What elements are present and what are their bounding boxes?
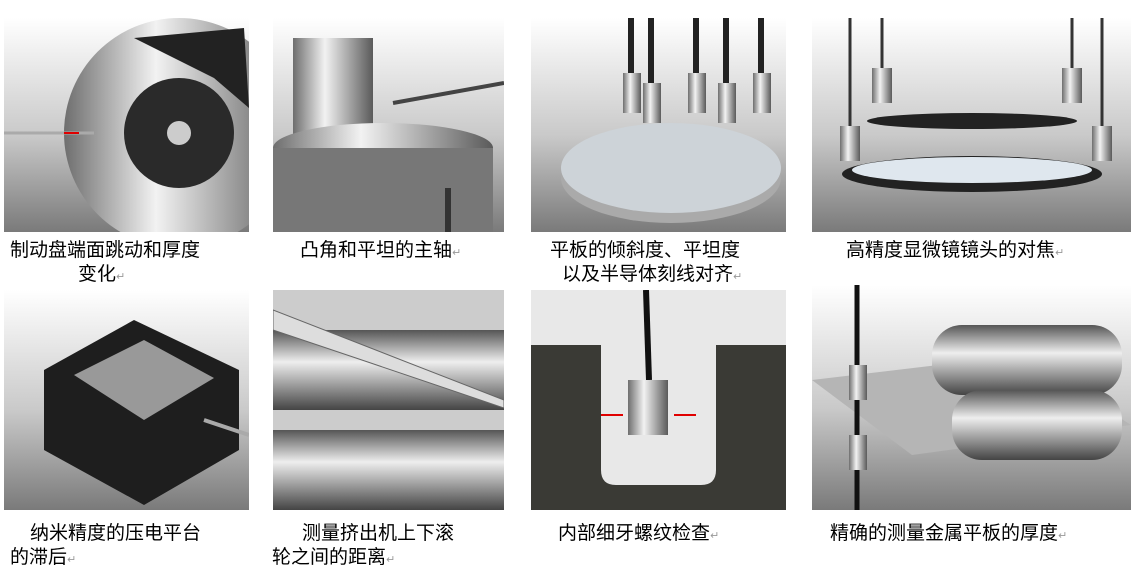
caption-brake-disc: 制动盘端面跳动和厚度 变化↵ bbox=[10, 238, 200, 289]
paragraph-mark: ↵ bbox=[1055, 246, 1065, 259]
caption-piezo-stage: 纳米精度的压电平台 的滞后↵ bbox=[10, 521, 201, 572]
caption-wafer: 平板的倾斜度、平坦度 以及半导体刻线对齐↵ bbox=[550, 238, 742, 289]
caption-line: 以及半导体刻线对齐 bbox=[562, 263, 734, 285]
caption-internal-thread: 内部细牙螺纹检查↵ bbox=[558, 521, 719, 548]
caption-line: 内部细牙螺纹检查 bbox=[558, 522, 711, 544]
paragraph-mark: ↵ bbox=[1058, 529, 1068, 542]
caption-line: 凸角和平坦的主轴 bbox=[300, 239, 453, 261]
paragraph-mark: ↵ bbox=[116, 270, 126, 283]
paragraph-mark: ↵ bbox=[710, 529, 720, 542]
caption-line: 精确的测量金属平板的厚度 bbox=[830, 522, 1059, 544]
lens-focus-image bbox=[812, 18, 1131, 232]
caption-line: 的滞后 bbox=[10, 546, 68, 568]
brake-disc-image bbox=[4, 18, 249, 232]
spindle-image bbox=[273, 18, 504, 232]
paragraph-mark: ↵ bbox=[452, 246, 462, 259]
caption-line: 高精度显微镜镜头的对焦 bbox=[846, 239, 1056, 261]
caption-spindle: 凸角和平坦的主轴↵ bbox=[300, 238, 461, 265]
caption-line: 轮之间的距离 bbox=[272, 546, 387, 568]
wafer-image bbox=[531, 18, 786, 232]
caption-line: 纳米精度的压电平台 bbox=[30, 522, 202, 544]
extruder-rollers-image bbox=[273, 290, 504, 510]
caption-extruder-rollers: 测量挤出机上下滚 轮之间的距离↵ bbox=[272, 521, 454, 572]
piezo-stage-image bbox=[4, 290, 249, 510]
caption-line: 制动盘端面跳动和厚度 bbox=[10, 239, 201, 261]
paragraph-mark: ↵ bbox=[67, 553, 77, 566]
paragraph-mark: ↵ bbox=[386, 553, 396, 566]
metal-sheet-image bbox=[812, 285, 1131, 510]
caption-line: 测量挤出机上下滚 bbox=[302, 522, 455, 544]
internal-thread-image bbox=[531, 290, 786, 510]
caption-lens-focus: 高精度显微镜镜头的对焦↵ bbox=[846, 238, 1064, 265]
caption-line: 变化 bbox=[78, 263, 117, 285]
caption-metal-sheet: 精确的测量金属平板的厚度↵ bbox=[830, 521, 1067, 548]
paragraph-mark: ↵ bbox=[733, 270, 743, 283]
caption-line: 平板的倾斜度、平坦度 bbox=[550, 239, 741, 261]
